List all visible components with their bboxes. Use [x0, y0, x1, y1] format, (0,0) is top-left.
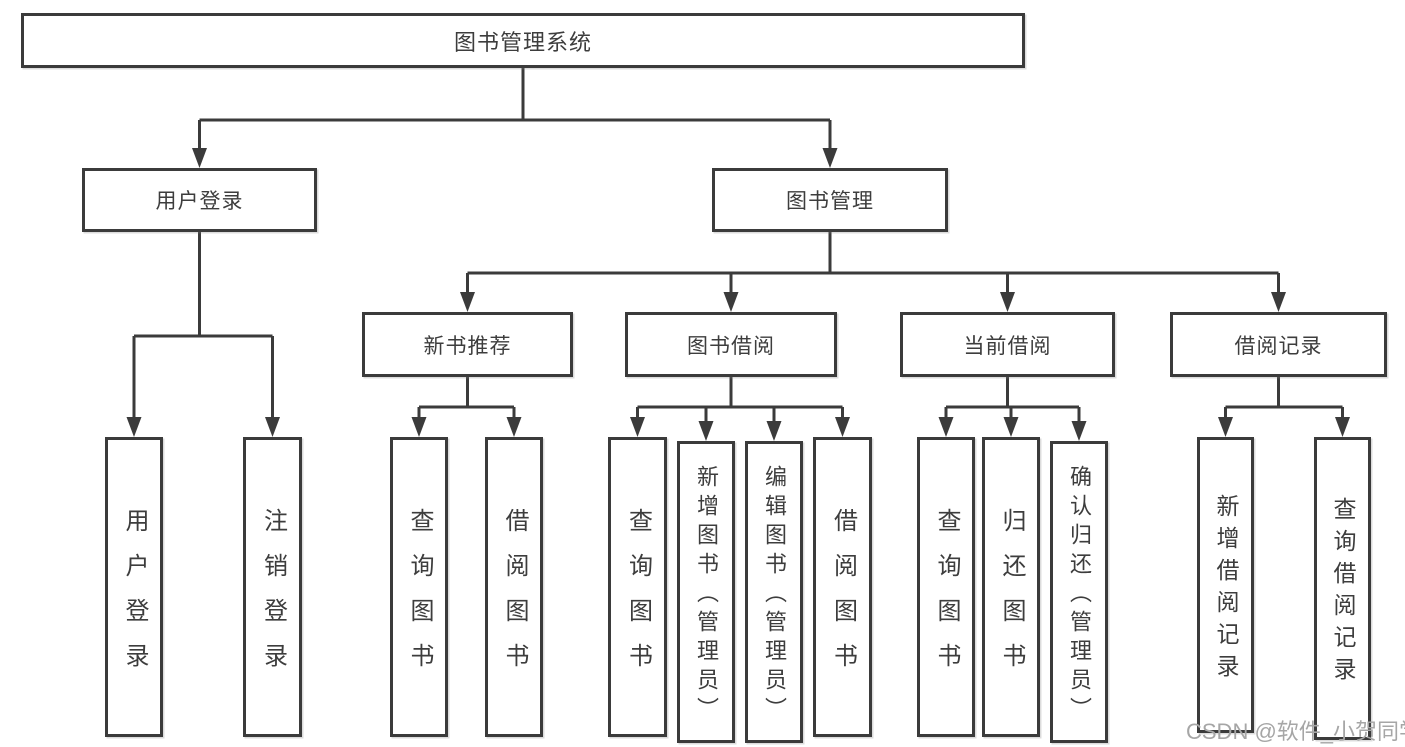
leaf-add-borrow-record: 新增借阅记录 [1197, 437, 1254, 733]
leaf-logout-label: 注销登录 [259, 507, 287, 688]
node-user-login: 用户登录 [82, 168, 317, 232]
watermark-text: CSDN @软件_小贺同学 [1186, 719, 1405, 744]
node-user-login-label: 用户登录 [155, 190, 244, 213]
leaf-borrow-books-borrow: 借阅图书 [813, 437, 872, 737]
leaf-user-login-label: 用户登录 [121, 507, 148, 688]
leaf-edit-book-admin: 编辑图书（管理员） [745, 441, 803, 743]
leaf-borrow-books-recommend: 借阅图书 [485, 437, 543, 737]
leaf-query-borrow-record: 查询借阅记录 [1314, 437, 1371, 740]
leaf-query-books-recommend: 查询图书 [390, 437, 448, 737]
leaf-logout: 注销登录 [243, 437, 302, 737]
node-book-management-label: 图书管理 [786, 190, 874, 213]
leaf-query-borrow-record-label: 查询借阅记录 [1330, 497, 1356, 689]
node-current-borrow: 当前借阅 [900, 312, 1115, 377]
node-root-label: 图书管理系统 [453, 29, 592, 55]
leaf-user-login: 用户登录 [105, 437, 163, 737]
leaf-add-book-admin: 新增图书（管理员） [677, 441, 735, 743]
leaf-query-books-borrow-label: 查询图书 [624, 507, 652, 688]
leaf-query-books-current: 查询图书 [917, 437, 975, 737]
node-book-management: 图书管理 [712, 168, 948, 232]
leaf-return-book-label: 归还图书 [998, 507, 1025, 688]
node-root: 图书管理系统 [21, 13, 1025, 68]
leaf-return-book: 归还图书 [982, 437, 1040, 737]
node-borrow-records: 借阅记录 [1170, 312, 1387, 377]
leaf-add-borrow-record-label: 新增借阅记录 [1213, 493, 1239, 686]
node-book-borrow-label: 图书借阅 [687, 334, 775, 358]
leaf-query-books-recommend-label: 查询图书 [406, 507, 433, 688]
leaf-query-books-borrow: 查询图书 [608, 437, 667, 737]
leaf-borrow-books-recommend-label: 借阅图书 [501, 507, 528, 688]
leaf-add-book-admin-label: 新增图书（管理员） [694, 465, 719, 726]
leaf-edit-book-admin-label: 编辑图书（管理员） [762, 465, 787, 726]
leaf-query-books-current-label: 查询图书 [933, 507, 960, 688]
node-book-borrow: 图书借阅 [625, 312, 837, 377]
leaf-borrow-books-borrow-label: 借阅图书 [829, 507, 857, 688]
node-current-borrow-label: 当前借阅 [963, 334, 1052, 358]
leaf-confirm-return-admin: 确认归还（管理员） [1050, 441, 1108, 743]
leaf-confirm-return-admin-label: 确认归还（管理员） [1067, 465, 1092, 726]
node-borrow-records-label: 借阅记录 [1234, 334, 1323, 358]
node-new-book-recommend: 新书推荐 [362, 312, 573, 377]
node-new-book-recommend-label: 新书推荐 [423, 334, 512, 358]
